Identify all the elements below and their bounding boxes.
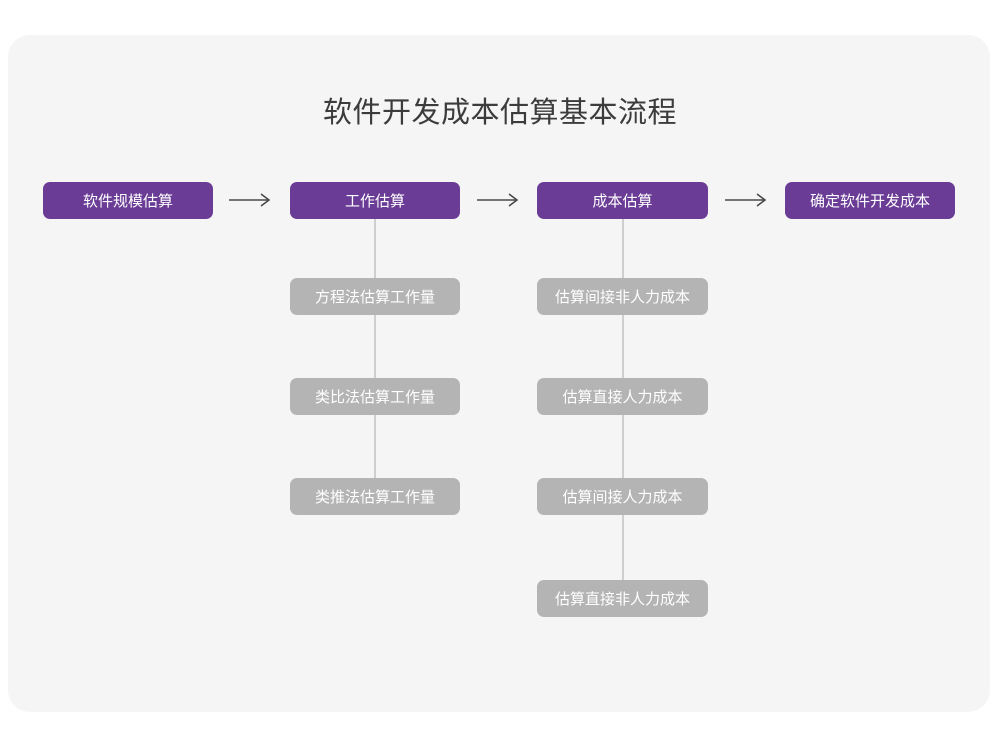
arrow-stage1-to-stage2 [228,188,276,212]
substep-node-indirect-nonlabor-cost[interactable]: 估算间接非人力成本 [537,278,708,315]
arrow-stage2-to-stage3 [476,188,524,212]
substep-node-equation-method-effort[interactable]: 方程法估算工作量 [290,278,460,315]
stage-node-software-size-estimation[interactable]: 软件规模估算 [43,182,213,219]
substep-node-direct-labor-cost[interactable]: 估算直接人力成本 [537,378,708,415]
diagram-card [8,35,990,712]
stage-node-effort-estimation[interactable]: 工作估算 [290,182,460,219]
substep-node-indirect-labor-cost[interactable]: 估算间接人力成本 [537,478,708,515]
page-title: 软件开发成本估算基本流程 [322,97,677,129]
substep-node-analogy-method-effort[interactable]: 类比法估算工作量 [290,378,460,415]
arrow-stage3-to-stage4 [724,188,772,212]
connector-stage2-vertical [374,218,376,498]
substep-node-direct-nonlabor-cost[interactable]: 估算直接非人力成本 [537,580,708,617]
stage-node-cost-estimation[interactable]: 成本估算 [537,182,708,219]
stage-node-determine-development-cost[interactable]: 确定软件开发成本 [785,182,955,219]
substep-node-inference-method-effort[interactable]: 类推法估算工作量 [290,478,460,515]
